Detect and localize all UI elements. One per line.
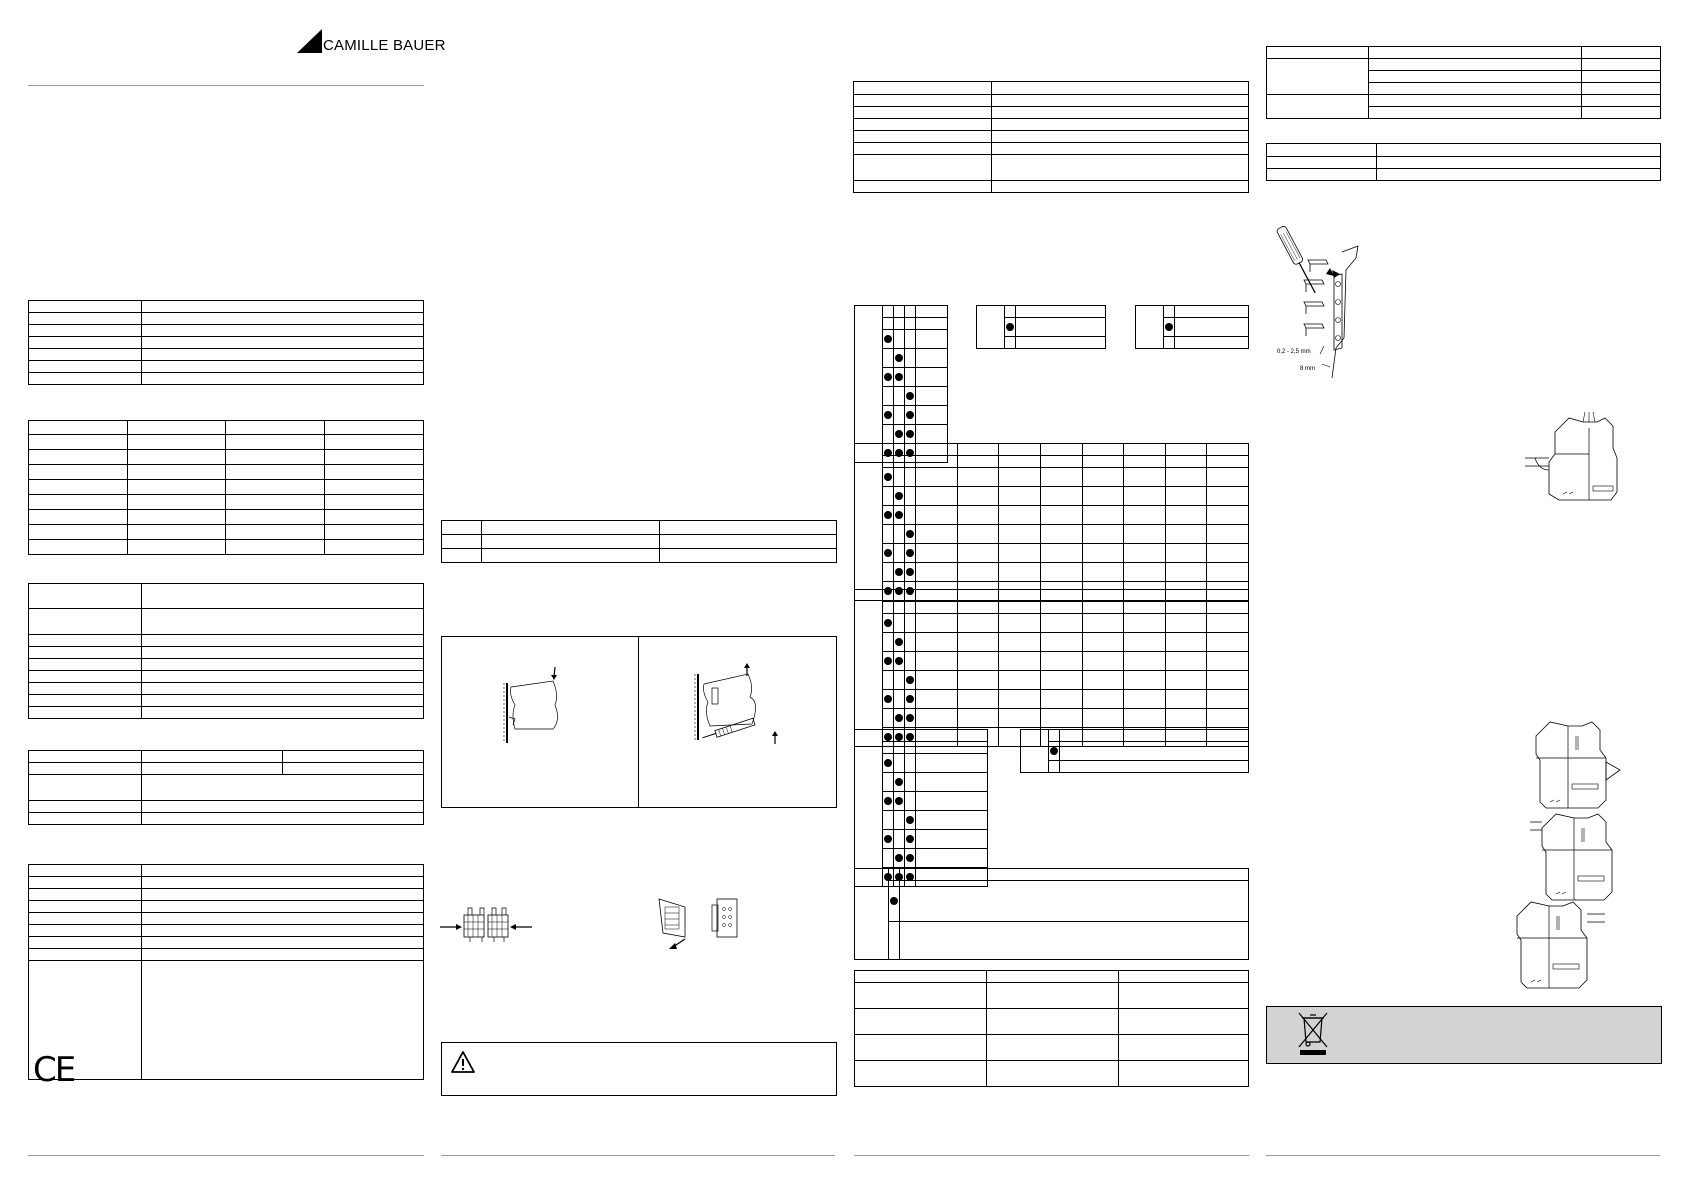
switch-table — [1020, 729, 1249, 773]
switch-table — [854, 868, 1249, 960]
table — [28, 864, 424, 1080]
switch-on-dot — [895, 373, 903, 381]
switch-on-dot — [884, 619, 892, 627]
switch-on-dot — [895, 797, 903, 805]
switch-on-dot — [895, 638, 903, 646]
switch-on-dot — [906, 835, 914, 843]
switch-on-dot — [884, 511, 892, 519]
device-figure — [1530, 813, 1613, 901]
table — [28, 750, 424, 825]
switch-on-dot — [895, 354, 903, 362]
switch-on-dot — [906, 530, 914, 538]
header-rule — [28, 85, 424, 86]
switch-on-dot — [906, 854, 914, 862]
mount-on-rail-figure — [503, 666, 558, 743]
switch-on-dot — [884, 373, 892, 381]
switch-table — [976, 305, 1106, 349]
warning-triangle-icon — [451, 1051, 475, 1073]
switch-on-dot — [1050, 747, 1058, 755]
table — [1266, 143, 1661, 181]
switch-on-dot — [895, 778, 903, 786]
switch-on-dot — [884, 411, 892, 419]
connector-join-figure — [440, 907, 532, 942]
footer-rule — [854, 1155, 1249, 1156]
ce-mark: CE — [33, 1050, 76, 1090]
switch-on-dot — [895, 492, 903, 500]
switch-on-dot — [884, 549, 892, 557]
device-connection-figure — [1525, 412, 1618, 501]
switch-on-dot — [890, 897, 898, 905]
switch-on-dot — [906, 568, 914, 576]
disposal-box — [1266, 1006, 1662, 1064]
switch-on-dot — [884, 797, 892, 805]
strip-length-label: 8 mm — [1300, 366, 1315, 372]
switch-on-dot — [906, 392, 914, 400]
footer-rule — [28, 1155, 424, 1156]
table — [441, 520, 837, 563]
switch-on-dot — [884, 759, 892, 767]
switch-on-dot — [895, 657, 903, 665]
switch-on-dot — [895, 430, 903, 438]
switch-on-dot — [884, 695, 892, 703]
connector-remove-figure — [658, 898, 738, 949]
switch-on-dot — [895, 511, 903, 519]
mounting-figure-box — [441, 636, 837, 808]
remove-from-rail-figure — [694, 663, 778, 744]
switch-on-dot — [906, 695, 914, 703]
switch-table — [1135, 305, 1249, 349]
switch-on-dot — [1006, 323, 1014, 331]
switch-on-dot — [906, 676, 914, 684]
switch-on-dot — [884, 473, 892, 481]
logo-triangle-icon — [297, 29, 322, 53]
switch-table — [854, 305, 948, 463]
switch-on-dot — [906, 411, 914, 419]
table — [28, 583, 424, 719]
footer-rule — [1266, 1155, 1660, 1156]
switch-on-dot — [895, 568, 903, 576]
switch-on-dot — [884, 835, 892, 843]
switch-on-dot — [906, 430, 914, 438]
warning-box — [441, 1042, 837, 1096]
switch-on-dot — [906, 714, 914, 722]
wire-range-label: 0,2 - 2,5 mm — [1277, 349, 1311, 355]
device-figure — [1535, 721, 1621, 809]
table — [28, 300, 424, 385]
table — [1266, 46, 1661, 119]
crossed-out-wheelie-bin-icon — [1298, 1012, 1328, 1055]
table — [853, 81, 1249, 193]
footer-rule — [441, 1155, 835, 1156]
switch-table — [854, 443, 1249, 601]
mounting-figure-divider — [638, 636, 639, 808]
brand-name: CAMILLE BAUER — [323, 37, 446, 54]
switch-on-dot — [1165, 323, 1173, 331]
switch-table — [854, 589, 1249, 747]
switch-on-dot — [906, 816, 914, 824]
wiring-figure — [1276, 225, 1359, 379]
switch-on-dot — [895, 714, 903, 722]
device-figure — [1516, 901, 1605, 989]
table — [854, 970, 1249, 1087]
switch-table — [854, 729, 988, 887]
switch-on-dot — [884, 335, 892, 343]
switch-on-dot — [906, 549, 914, 557]
switch-on-dot — [895, 854, 903, 862]
table — [28, 420, 424, 555]
switch-on-dot — [884, 657, 892, 665]
